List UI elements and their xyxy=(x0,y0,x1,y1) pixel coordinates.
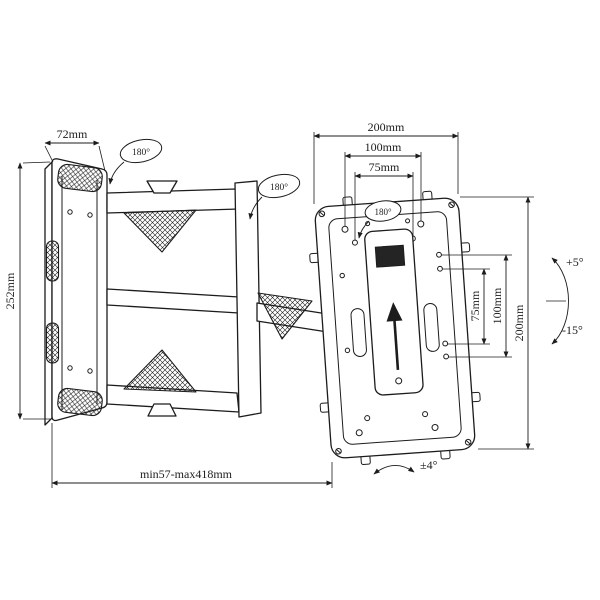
dim-vesa-height-100: 100mm xyxy=(441,254,512,358)
label-extension-range: min57-max418mm xyxy=(140,467,233,481)
dim-bracket-width: 72mm xyxy=(44,127,106,172)
lower-pivot-cap xyxy=(147,403,177,417)
label-tilt-up: +5° xyxy=(566,255,584,269)
lower-gusset xyxy=(123,349,197,393)
wall-plate-pad-bottom xyxy=(57,387,103,417)
wall-plate-hole xyxy=(67,209,73,215)
level-adjust-indicator: ±4° xyxy=(373,458,438,475)
dim-vesa-height-200: 200mm xyxy=(460,196,534,450)
dim-extension-range: min57-max418mm xyxy=(51,423,333,488)
swivel-right-indicator: 180° xyxy=(248,173,301,220)
wall-plate-front-face xyxy=(51,158,108,422)
wall-plate-hole xyxy=(87,212,93,218)
hook-slot xyxy=(374,244,406,268)
wall-plate-grooves xyxy=(61,176,98,410)
right-slot xyxy=(423,302,440,352)
label-level-adjust: ±4° xyxy=(420,458,438,472)
label-vesa-height-100: 100mm xyxy=(490,287,504,324)
upper-arm xyxy=(106,188,240,214)
vesa-plate xyxy=(309,190,481,466)
label-bracket-height: 252mm xyxy=(3,272,17,309)
wall-plate-side-face xyxy=(44,161,53,426)
left-slot xyxy=(350,308,367,357)
label-swivel-left: 180° xyxy=(132,147,150,158)
wall-plate xyxy=(44,158,108,426)
dim-vesa-width-200: 200mm xyxy=(313,120,459,204)
middle-bar xyxy=(106,288,240,314)
bracket-hole xyxy=(395,377,403,385)
carriage-link xyxy=(234,180,262,418)
label-vesa-width-100: 100mm xyxy=(365,140,402,154)
label-bracket-width: 72mm xyxy=(57,127,88,141)
dim-vesa-width-75: 75mm xyxy=(354,160,414,240)
label-vesa-width-75: 75mm xyxy=(369,160,400,174)
upper-pivot-cap xyxy=(146,180,178,194)
label-vesa-height-200: 200mm xyxy=(512,304,526,341)
articulating-arm-assembly xyxy=(106,180,335,418)
wall-plate-pad-left-upper xyxy=(45,240,60,282)
label-swivel-right: 180° xyxy=(270,182,288,193)
wall-plate-hole xyxy=(67,365,73,371)
label-vesa-width-200: 200mm xyxy=(368,120,405,134)
wall-plate-pad-top xyxy=(57,163,103,193)
label-plate-rotation: 180° xyxy=(374,207,392,217)
upper-gusset xyxy=(123,209,197,253)
label-vesa-height-75: 75mm xyxy=(468,290,482,321)
wall-plate-pad-left-lower xyxy=(45,322,60,364)
pivot-gusset xyxy=(257,292,313,340)
dim-bracket-height: 252mm xyxy=(3,161,51,420)
tilt-indicator: +5° -15° xyxy=(546,255,584,345)
swivel-left-indicator: 180° xyxy=(108,138,163,185)
up-arrow-icon xyxy=(386,302,403,370)
plate-rotation-indicator: 180° xyxy=(357,200,402,239)
corner-screws xyxy=(318,201,472,455)
wall-plate-hole xyxy=(87,368,93,374)
dim-vesa-height-75: 75mm xyxy=(442,268,490,345)
dim-vesa-width-100: 100mm xyxy=(344,140,422,226)
label-tilt-down: -15° xyxy=(562,323,583,337)
